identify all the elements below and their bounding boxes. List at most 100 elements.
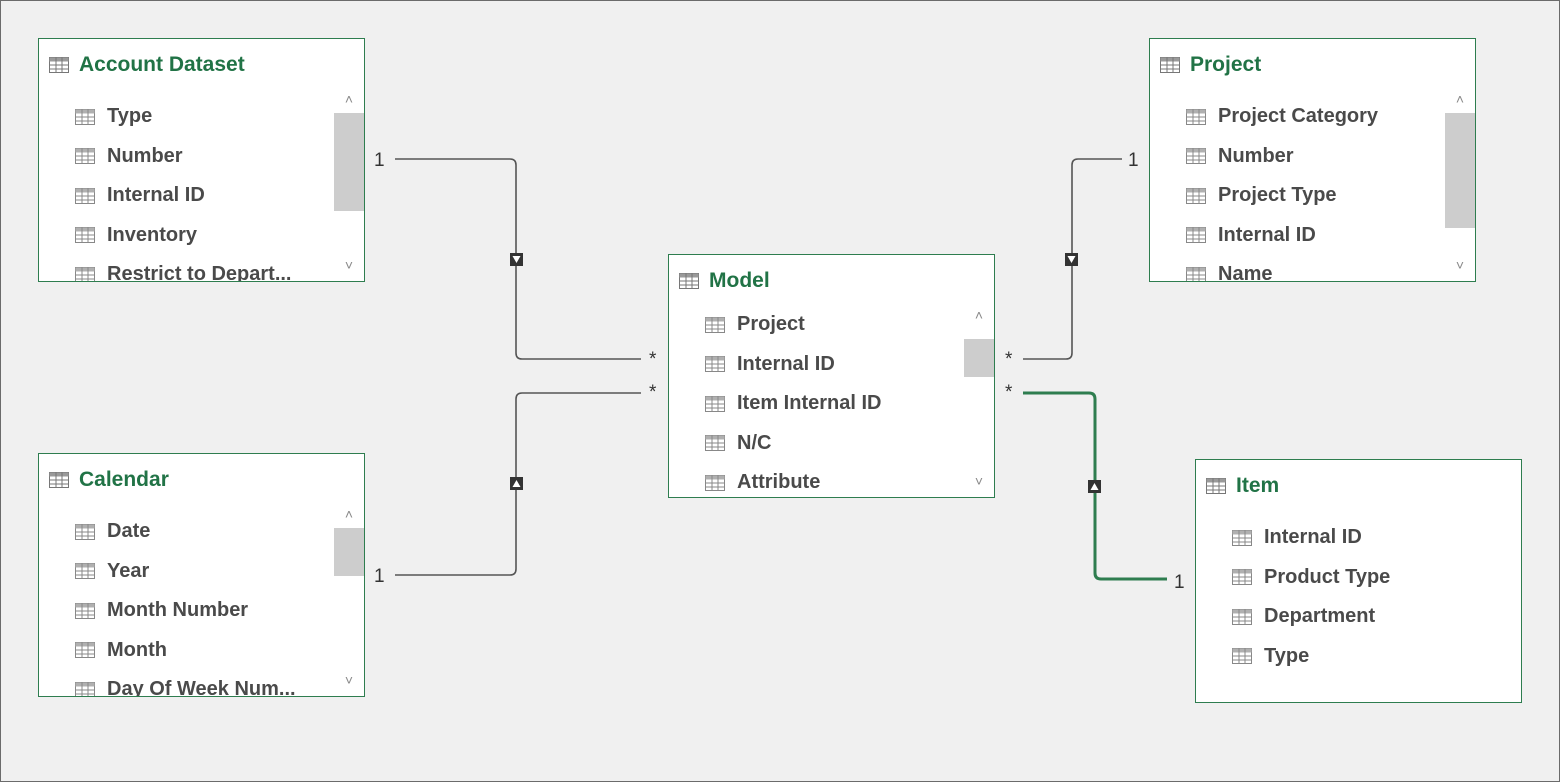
field-label: Name [1218,263,1273,281]
field-label: Date [107,520,151,543]
field-label: Number [107,144,183,167]
scrollbar[interactable]: ˄ ˅ [1445,83,1475,281]
column-icon [705,316,725,333]
field-label: Attribute [737,471,821,494]
field-label: Month [107,638,167,661]
table-card-project[interactable]: Project Project Category Number Project … [1149,38,1476,282]
column-icon [75,148,95,165]
field-label: Project Type [1218,184,1337,207]
field-label: Department [1264,605,1376,628]
table-card-model[interactable]: Model Project Internal ID Item Internal … [668,254,995,498]
field-label: Day Of Week Num... [107,678,296,696]
table-card-item[interactable]: Item Internal ID Product Type Department… [1195,459,1522,703]
filter-up-icon [510,477,523,490]
scrollbar-thumb[interactable] [964,339,994,377]
column-icon [705,474,725,491]
column-icon [1232,608,1252,625]
field-item[interactable]: Item Internal ID [705,384,960,424]
column-icon [1186,148,1206,165]
field-item[interactable]: Product Type [1232,558,1487,598]
field-item[interactable]: Department [1232,597,1487,637]
chevron-up-icon[interactable]: ˄ [344,506,354,522]
cardinality-many-label: * [1005,349,1013,370]
chevron-up-icon[interactable]: ˄ [1455,91,1465,107]
cardinality-many-label: * [1005,382,1013,403]
chevron-down-icon[interactable]: ˅ [344,672,354,688]
chevron-down-icon[interactable]: ˅ [344,257,354,273]
table-header[interactable]: Project [1160,53,1261,77]
scrollbar[interactable]: ˄ ˅ [964,299,994,497]
cardinality-many-label: * [649,349,657,370]
chevron-down-icon[interactable]: ˅ [1455,257,1465,273]
column-icon [75,227,95,244]
field-item[interactable]: Internal ID [1186,216,1441,256]
table-header[interactable]: Item [1206,474,1279,498]
column-icon [1186,108,1206,125]
field-item[interactable]: Name [1186,255,1441,281]
scrollbar-thumb[interactable] [1445,113,1475,228]
field-item[interactable]: Month Number [75,591,330,631]
column-icon [1232,648,1252,665]
field-item[interactable]: Project Type [1186,176,1441,216]
field-list: Project Internal ID Item Internal ID N/C… [705,305,960,497]
column-icon [75,681,95,696]
field-label: Month Number [107,599,249,622]
table-header[interactable]: Calendar [49,468,169,492]
field-item[interactable]: Type [1232,637,1487,677]
table-card-calendar[interactable]: Calendar Date Year Month Number Month Da… [38,453,365,697]
scrollbar[interactable]: ˄ ˅ [334,498,364,696]
scrollbar-thumb[interactable] [334,113,364,211]
column-icon [75,642,95,659]
field-label: Internal ID [1264,526,1362,549]
field-item[interactable]: Internal ID [705,345,960,385]
column-icon [1186,227,1206,244]
table-card-account[interactable]: Account Dataset Type Number Internal ID … [38,38,365,282]
relationship-project-model[interactable] [1023,158,1122,360]
field-label: Year [107,559,150,582]
field-item[interactable]: Internal ID [1232,518,1487,558]
chevron-up-icon[interactable]: ˄ [344,91,354,107]
filter-up-icon [1088,480,1101,493]
field-item[interactable]: Inventory [75,216,330,256]
field-list: Project Category Number Project Type Int… [1186,97,1441,281]
field-item[interactable]: Type [75,97,330,137]
table-header[interactable]: Model [679,269,770,293]
table-title: Account Dataset [79,53,245,76]
field-label: N/C [737,431,772,454]
relationship-account-model[interactable] [395,158,641,360]
field-label: Project Category [1218,105,1379,128]
table-icon [1206,478,1226,494]
field-item[interactable]: Day Of Week Num... [75,670,330,696]
table-title: Calendar [79,468,169,491]
field-item[interactable]: Month [75,631,330,671]
chevron-down-icon[interactable]: ˅ [974,473,984,489]
field-label: Number [1218,144,1294,167]
table-icon [49,472,69,488]
column-icon [75,523,95,540]
field-item[interactable]: Date [75,512,330,552]
field-item[interactable]: Attribute [705,463,960,497]
chevron-up-icon[interactable]: ˄ [974,307,984,323]
column-icon [1186,266,1206,281]
field-item[interactable]: Year [75,552,330,592]
field-item[interactable]: Number [75,137,330,177]
field-item[interactable]: Restrict to Depart... [75,255,330,281]
scrollbar[interactable]: ˄ ˅ [334,83,364,281]
field-item[interactable]: Project [705,305,960,345]
field-item[interactable]: Project Category [1186,97,1441,137]
field-item[interactable]: Number [1186,137,1441,177]
field-label: Product Type [1264,565,1391,588]
relationship-item-model[interactable] [1023,391,1167,581]
field-label: Internal ID [1218,223,1316,246]
field-item[interactable]: Internal ID [75,176,330,216]
field-label: Type [1264,644,1310,667]
relationship-calendar-model[interactable] [395,392,641,576]
table-icon [679,273,699,289]
field-item[interactable]: N/C [705,424,960,464]
column-icon [75,187,95,204]
column-icon [75,602,95,619]
table-header[interactable]: Account Dataset [49,53,245,77]
scrollbar-thumb[interactable] [334,528,364,576]
field-label: Project [737,313,805,336]
